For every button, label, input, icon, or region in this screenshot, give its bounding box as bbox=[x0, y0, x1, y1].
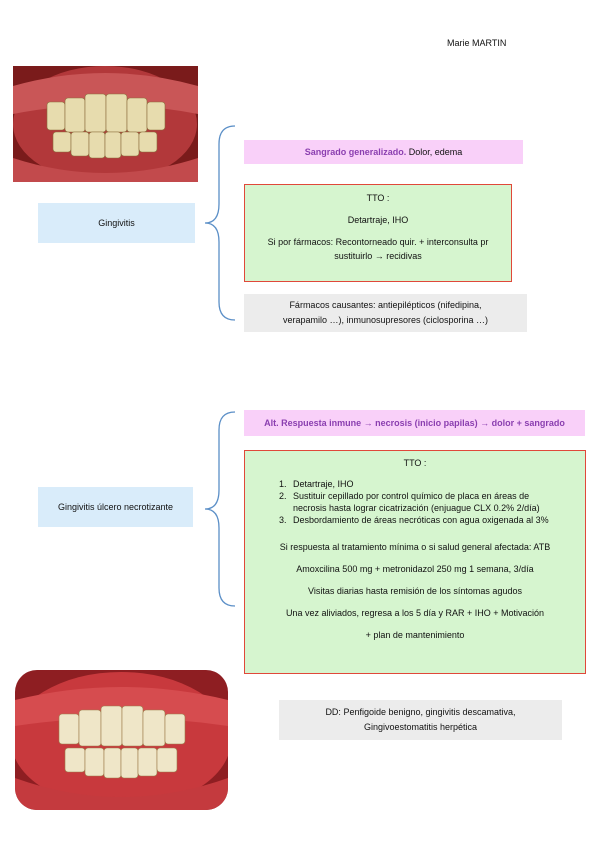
line-4: Una vez aliviados, regresa a los 5 día y… bbox=[285, 608, 545, 618]
tto-line-1: Detartraje, IHO bbox=[347, 215, 409, 225]
tto-line-2: Si por fármacos: Recontorneado quir. + i… bbox=[267, 237, 489, 247]
highlight-gingivitis: Sangrado generalizado. Dolor, edema bbox=[244, 140, 523, 164]
step-3: Desbordamiento de áreas necróticas con a… bbox=[289, 514, 563, 526]
line-5: + plan de mantenimiento bbox=[365, 630, 465, 640]
treatment-box-necrotizing: TTO : Detartraje, IHO Sustituir cepillad… bbox=[244, 450, 586, 674]
brace-section-1 bbox=[204, 125, 236, 321]
gingivitis-photo bbox=[13, 66, 198, 182]
highlight-bold: Sangrado generalizado. bbox=[304, 147, 407, 157]
label-gingivitis: Gingivitis bbox=[38, 203, 195, 243]
treatment-steps: Detartraje, IHO Sustituir cepillado por … bbox=[245, 478, 563, 526]
step-2: Sustituir cepillado por control químico … bbox=[289, 490, 563, 514]
label-necrotizing-gingivitis: Gingivitis úlcero necrotizante bbox=[38, 487, 193, 527]
tto-line-3: sustituirlo → recidivas bbox=[334, 251, 422, 261]
treatment-box-gingivitis: TTO : Detartraje, IHO Si por fármacos: R… bbox=[244, 184, 512, 282]
author-name: Marie MARTIN bbox=[447, 38, 507, 48]
necrotizing-gingivitis-photo bbox=[15, 670, 228, 810]
line-3: Visitas diarias hasta remisión de los sí… bbox=[308, 586, 522, 596]
step-1: Detartraje, IHO bbox=[289, 478, 563, 490]
dd-line-2: Gingivoestomatitis herpética bbox=[363, 722, 478, 732]
differential-diagnosis: DD: Penfigoide benigno, gingivitis desca… bbox=[279, 700, 562, 740]
note-causing-drugs: Fármacos causantes: antiepilépticos (nif… bbox=[244, 294, 527, 332]
highlight-necrotizing: Alt. Respuesta inmune → necrosis (inicio… bbox=[244, 410, 585, 436]
line-1: Si respuesta al tratamiento mínima o si … bbox=[279, 542, 551, 552]
tto-title-2: TTO : bbox=[403, 458, 427, 468]
highlight-rest: Dolor, edema bbox=[406, 147, 463, 157]
line-2: Amoxcilina 500 mg + metronidazol 250 mg … bbox=[296, 564, 534, 574]
highlight-text: Alt. Respuesta inmune → necrosis (inicio… bbox=[264, 418, 565, 428]
note-line-1: Fármacos causantes: antiepilépticos (nif… bbox=[289, 300, 482, 310]
dd-line-1: DD: Penfigoide benigno, gingivitis desca… bbox=[325, 707, 516, 717]
brace-section-2 bbox=[204, 411, 236, 607]
tto-title: TTO : bbox=[366, 193, 390, 203]
note-line-2: verapamilo …), inmunosupresores (ciclosp… bbox=[282, 315, 489, 325]
